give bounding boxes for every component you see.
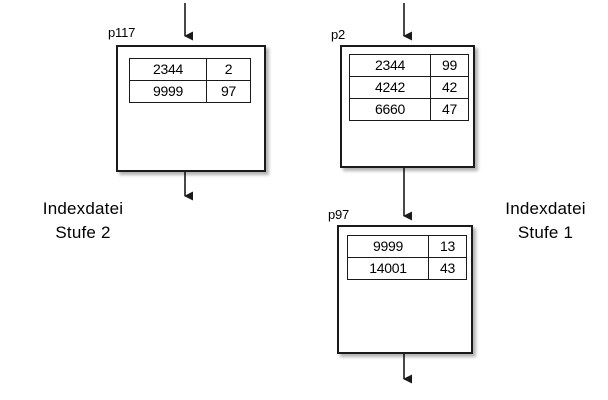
index-key-cell: 14001 [347, 257, 429, 280]
node-label-p117: p117 [108, 25, 136, 40]
index-table-p2: 2344 99 4242 42 6660 47 [349, 54, 469, 121]
node-box-p2[interactable]: 2344 99 4242 42 6660 47 [340, 45, 475, 168]
caption-right-line2: Stufe 1 [517, 223, 574, 242]
table-row: 9999 13 [347, 235, 467, 258]
index-key-cell: 6660 [349, 98, 431, 121]
node-box-p117[interactable]: 2344 2 9999 97 [116, 45, 266, 172]
index-table-p97: 9999 13 14001 43 [347, 235, 467, 280]
caption-left: Indexdatei Stufe 2 [18, 197, 148, 245]
node-label-p2: p2 [331, 27, 346, 42]
table-row: 9999 97 [129, 80, 251, 103]
node-box-p97[interactable]: 9999 13 14001 43 [337, 225, 473, 354]
table-row: 14001 43 [347, 257, 467, 280]
index-table-p117: 2344 2 9999 97 [129, 58, 251, 103]
index-pointer-cell: 2 [206, 58, 251, 81]
index-pointer-cell: 99 [430, 54, 469, 77]
index-pointer-cell: 47 [430, 98, 469, 121]
caption-left-line2: Stufe 2 [55, 223, 111, 242]
table-row: 2344 99 [349, 54, 469, 77]
index-pointer-cell: 97 [206, 80, 251, 103]
index-key-cell: 2344 [129, 58, 207, 81]
index-key-cell: 9999 [129, 80, 207, 103]
index-key-cell: 4242 [349, 76, 431, 99]
caption-right-line1: Indexdatei [505, 199, 586, 218]
table-row: 2344 2 [129, 58, 251, 81]
index-pointer-cell: 43 [428, 257, 467, 280]
index-key-cell: 2344 [349, 54, 431, 77]
table-row: 6660 47 [349, 98, 469, 121]
caption-left-line1: Indexdatei [42, 199, 124, 218]
table-row: 4242 42 [349, 76, 469, 99]
node-label-p97: p97 [328, 207, 350, 222]
caption-right: Indexdatei Stufe 1 [488, 197, 603, 245]
index-pointer-cell: 42 [430, 76, 469, 99]
index-key-cell: 9999 [347, 235, 429, 258]
index-pointer-cell: 13 [428, 235, 467, 258]
